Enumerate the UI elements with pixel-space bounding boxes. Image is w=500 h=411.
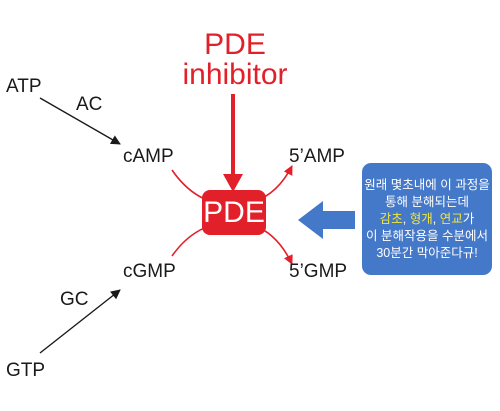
blue-block-arrow	[298, 201, 355, 239]
inhibitor-arrow-head	[223, 174, 243, 192]
camp-label: cAMP	[123, 146, 174, 167]
herb-separator-2: ,	[432, 212, 440, 226]
pde-inhibitor-title-line1: PDE	[204, 28, 266, 61]
note-line-3: 감초, 형개, 연교가	[362, 211, 492, 228]
note-line-4: 이 분해작용을 수분에서	[366, 229, 488, 243]
explanation-note-box: 원래 몇초내에 이 과정을 통해 분해되는데 감초, 형개, 연교가 이 분해작…	[362, 163, 492, 275]
note-line-3-suffix: 가	[462, 212, 475, 226]
5gmp-label: 5’GMP	[289, 261, 348, 282]
note-line-5: 30분간 막아준다규!	[376, 246, 478, 260]
pde-enzyme-label: PDE	[203, 196, 265, 229]
note-line-2: 통해 분해되는데	[385, 195, 469, 209]
herb-forsythia: 연교	[439, 212, 463, 226]
note-line-1: 원래 몇초내에 이 과정을	[364, 178, 490, 192]
atp-to-camp-arrow	[39, 97, 121, 145]
gtp-to-cgmp-arrow	[39, 289, 121, 354]
5amp-label: 5’AMP	[289, 146, 345, 167]
ac-enzyme-label: AC	[76, 94, 103, 115]
herb-schizonepeta: 형개	[409, 212, 433, 226]
herb-separator-1: ,	[402, 212, 410, 226]
pde-inhibitor-title-line2: inhibitor	[182, 58, 288, 91]
gtp-label: GTP	[6, 360, 46, 381]
cgmp-label: cGMP	[123, 261, 176, 282]
gc-enzyme-label: GC	[60, 289, 89, 310]
herb-licorice: 감초	[379, 212, 403, 226]
pde-enzyme-box: PDE	[202, 190, 266, 235]
atp-label: ATP	[6, 76, 42, 97]
